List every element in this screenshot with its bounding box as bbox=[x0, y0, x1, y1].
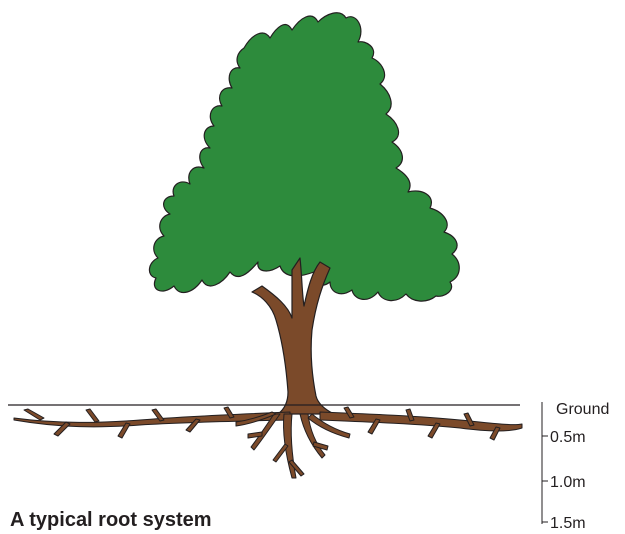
root-system bbox=[14, 407, 522, 478]
root-branch bbox=[273, 444, 288, 462]
root-branch bbox=[24, 409, 44, 420]
depth-label-ground: Ground bbox=[556, 401, 609, 418]
root-branch bbox=[86, 409, 99, 422]
depth-label-1-5m: 1.5m bbox=[550, 515, 586, 532]
depth-scale bbox=[542, 402, 548, 524]
depth-label-0-5m: 0.5m bbox=[550, 429, 586, 446]
depth-label-1-0m: 1.0m bbox=[550, 474, 586, 491]
tree-canopy bbox=[149, 13, 459, 301]
tree-trunk bbox=[252, 258, 334, 414]
diagram-caption: A typical root system bbox=[10, 509, 212, 532]
